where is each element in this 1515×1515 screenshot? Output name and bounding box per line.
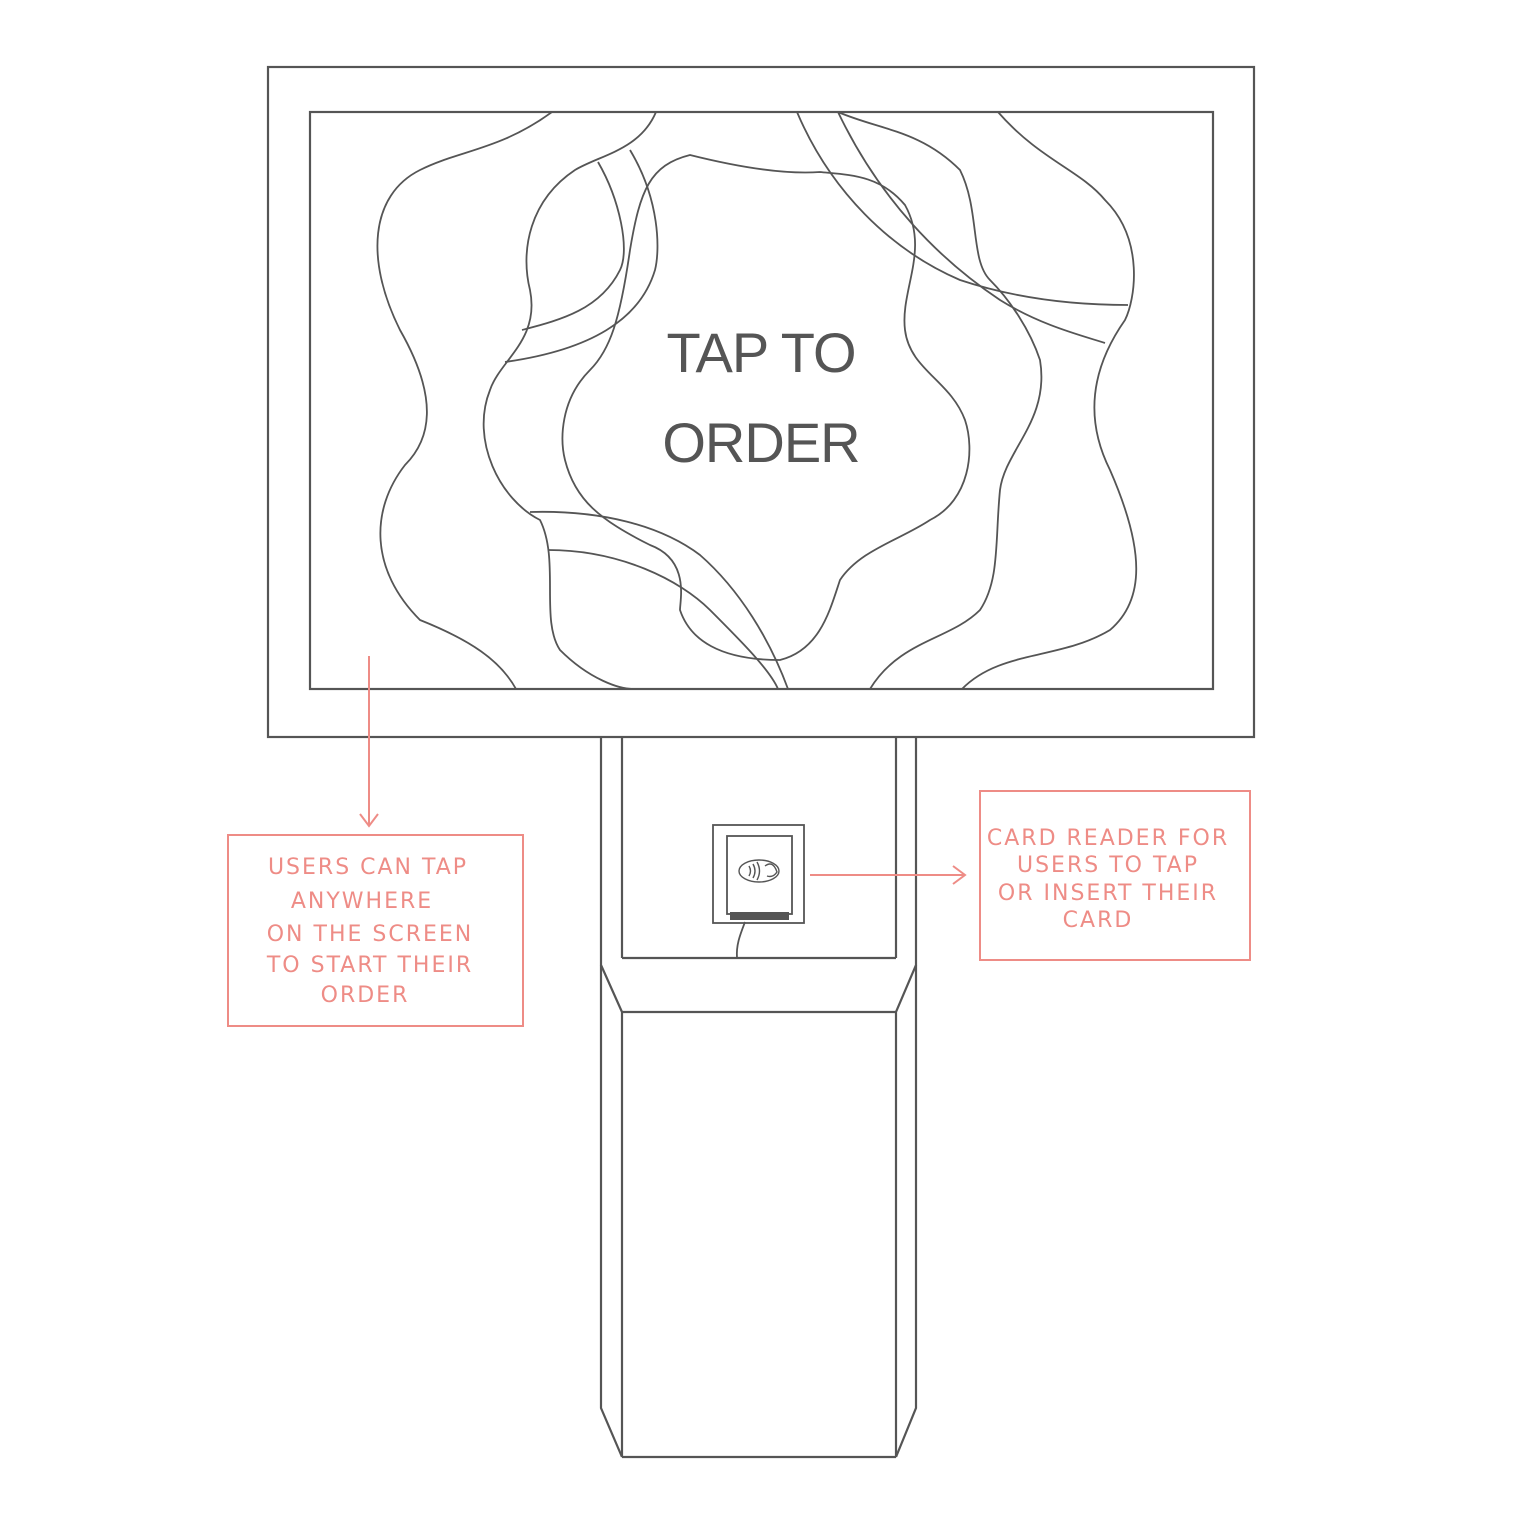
kiosk-stand [599,737,918,1459]
screen-title-line-1: TAP TO [666,321,855,384]
screen-annotation-line-4: TO START THEIR [266,953,473,978]
reader-annotation-line-3: OR INSERT THEIR [998,881,1218,906]
screen-annotation-line-1: USERS CAN TAP [268,855,468,880]
screen-annotation-line-2: ANYWHERE [291,889,433,914]
band-top-right-a [796,111,1129,306]
kiosk-monitor: TAP TO ORDER [266,65,1256,739]
middle-wave-left [482,111,657,690]
band-top-right-b [837,111,1106,344]
screen-title-line-2: ORDER [662,411,859,474]
reader-annotation-arrow-head [952,865,967,885]
screen-annotation-line-3: ON THE SCREEN [267,922,474,947]
screen-annotation-line-5: ORDER [321,983,410,1008]
reader-annotation-line-4: CARD [1063,908,1134,933]
contactless-payment-icon [738,859,780,883]
reader-annotation-line-2: USERS TO TAP [1017,853,1199,878]
card-reader-housing [712,824,805,924]
middle-wave-right [837,111,1043,690]
band-top-left-a [521,161,625,331]
outer-wave-blob [376,111,553,690]
reader-annotation-box [979,790,1251,961]
tap-to-order-prompt[interactable]: TAP TO ORDER [662,321,860,474]
reader-annotation-line-1: CARD READER FOR [987,826,1229,851]
card-reader[interactable] [712,824,805,959]
outer-wave-right [961,111,1138,690]
stand-left-outer [599,965,624,1458]
screen-annotation-box [227,834,524,1027]
screen-annotation-arrow-head [359,813,379,828]
monitor-screen[interactable] [308,110,1215,691]
card-reader-cable [735,921,746,959]
reader-annotation: CARD READER FOR USERS TO TAP OR INSERT T… [810,790,1251,961]
screen-annotation: USERS CAN TAP ANYWHERE ON THE SCREEN TO … [227,656,524,1027]
stand-right-edge [894,737,918,1457]
stand-left-edge [599,737,624,1457]
stand-right-outer [894,965,918,1458]
band-top-left-b [504,149,659,363]
monitor-bezel [266,65,1256,739]
card-reader-slot [730,912,789,920]
screen-wave-pattern [376,111,1138,690]
band-bottom-b [547,549,779,690]
inner-wave-blob [561,154,971,661]
band-bottom-a [529,510,789,690]
